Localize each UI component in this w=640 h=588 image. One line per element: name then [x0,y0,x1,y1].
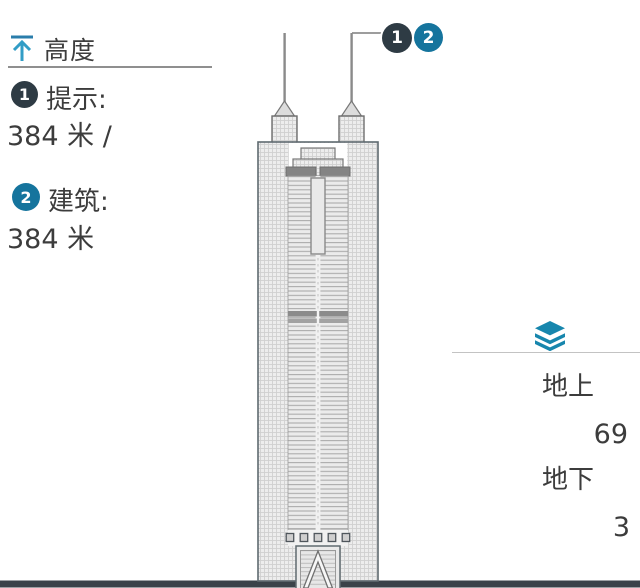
floors-below-ground-label: 地下 [542,465,595,495]
height-item-2-value: 384 米 [7,224,95,255]
height-item-1-value: 384 米 / [7,121,112,152]
height-item-2-label: 建筑: [48,187,109,217]
callout-badge-1: 1 [382,23,412,53]
base-windows [285,532,351,543]
arrow-up-to-line-icon [9,34,35,63]
height-item-2-badge: 2 [12,183,40,211]
floors-below-ground-value: 3 [612,512,630,543]
height-item-1-label: 提示: [46,85,107,115]
entrance-a-frame [302,549,334,588]
layers-icon [534,320,566,352]
height-panel-title: 高度 [44,36,97,65]
main-shaft [257,141,379,588]
antenna-masts [273,33,363,117]
height-panel-divider [8,66,212,68]
antenna-towers [271,115,365,144]
callout-badge-2: 2 [414,23,443,52]
floors-above-ground-label: 地上 [542,372,595,402]
floors-panel-divider [452,352,640,353]
height-item-1-badge: 1 [11,81,38,108]
entrance [295,545,341,588]
floors-above-ground-value: 69 [593,419,628,450]
